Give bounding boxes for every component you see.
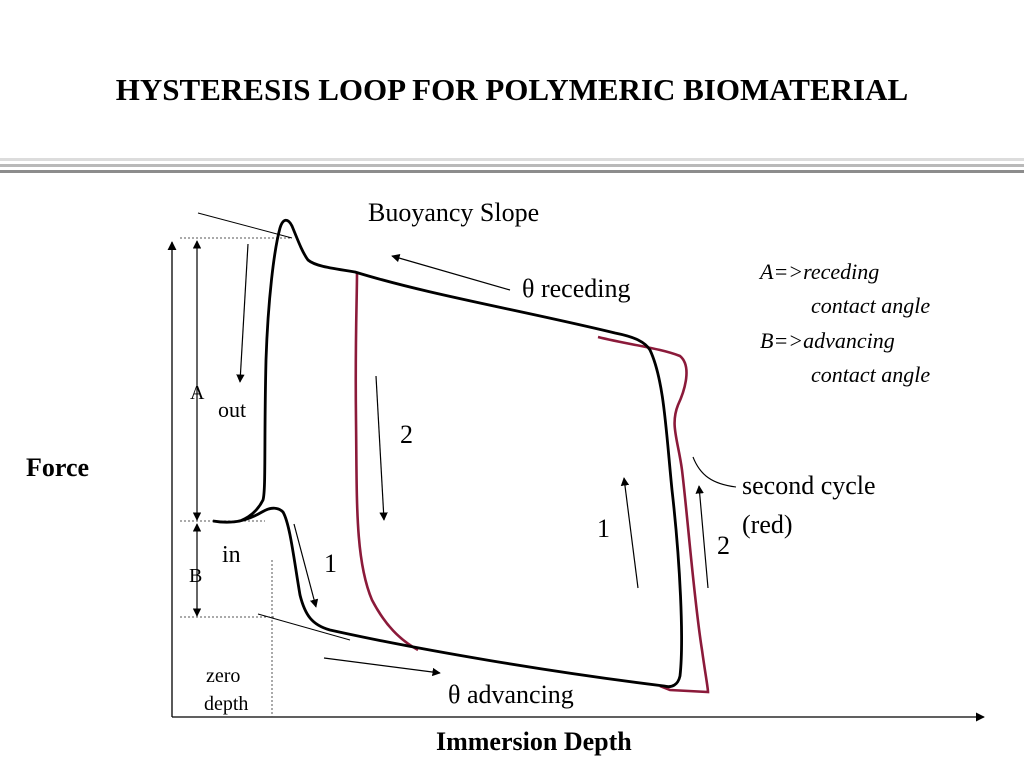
legend: A=>receding contact angle B=>advancing c… [758, 259, 930, 387]
a-marker-label: A [190, 382, 205, 404]
arrow-number-2-left: 2 [400, 420, 413, 449]
out-arrow [236, 243, 249, 383]
slide-title: HYSTERESIS LOOP FOR POLYMERIC BIOMATERIA… [115, 72, 909, 107]
advancing-arrow [323, 657, 441, 677]
legend-b-term: advancing [803, 328, 895, 353]
theta-receding-label: θ receding [522, 274, 630, 303]
legend-b-continuation: contact angle [811, 362, 930, 387]
legend-b-line: B=>advancing [760, 328, 895, 353]
arrow-number-1-left: 1 [324, 549, 337, 578]
buoyancy-slope-label: Buoyancy Slope [368, 198, 539, 227]
legend-b-prefix: B=> [760, 328, 803, 353]
first-cycle-curve [212, 218, 683, 688]
legend-a-term: receding [803, 259, 879, 284]
second-cycle-pointer [692, 456, 737, 488]
legend-a-continuation: contact angle [811, 293, 930, 318]
second-cycle-label: second cycle [742, 471, 876, 500]
immersion-depth-axis-label: Immersion Depth [436, 727, 632, 756]
depth-label: depth [204, 693, 248, 715]
force-axis-label: Force [26, 453, 89, 482]
second-cycle-curve [354, 271, 710, 694]
out-label: out [218, 397, 246, 422]
legend-a-prefix: A=> [758, 259, 803, 284]
title-rule-dark [0, 170, 1024, 173]
in-label: in [222, 542, 241, 568]
arrow-number-2-right: 2 [717, 531, 730, 560]
b-marker-label: B [189, 565, 202, 587]
receding-arrow [391, 254, 511, 291]
title-rule [0, 158, 1024, 176]
title-rule-light [0, 158, 1024, 161]
zero-label: zero [206, 665, 240, 687]
legend-a-line: A=>receding [758, 259, 879, 284]
title-rule-mid [0, 164, 1024, 167]
right-up-arrow-1 [620, 477, 639, 589]
left-down-arrow-2 [375, 375, 388, 521]
right-up-arrow-2 [695, 485, 709, 589]
buoyancy-slope-line-top [197, 212, 293, 239]
theta-advancing-label: θ advancing [448, 680, 574, 709]
second-cycle-red-label: (red) [742, 510, 793, 539]
arrow-number-1-right: 1 [597, 514, 610, 543]
buoyancy-slope-line-bottom [257, 613, 351, 641]
left-down-arrow-1 [293, 523, 319, 608]
